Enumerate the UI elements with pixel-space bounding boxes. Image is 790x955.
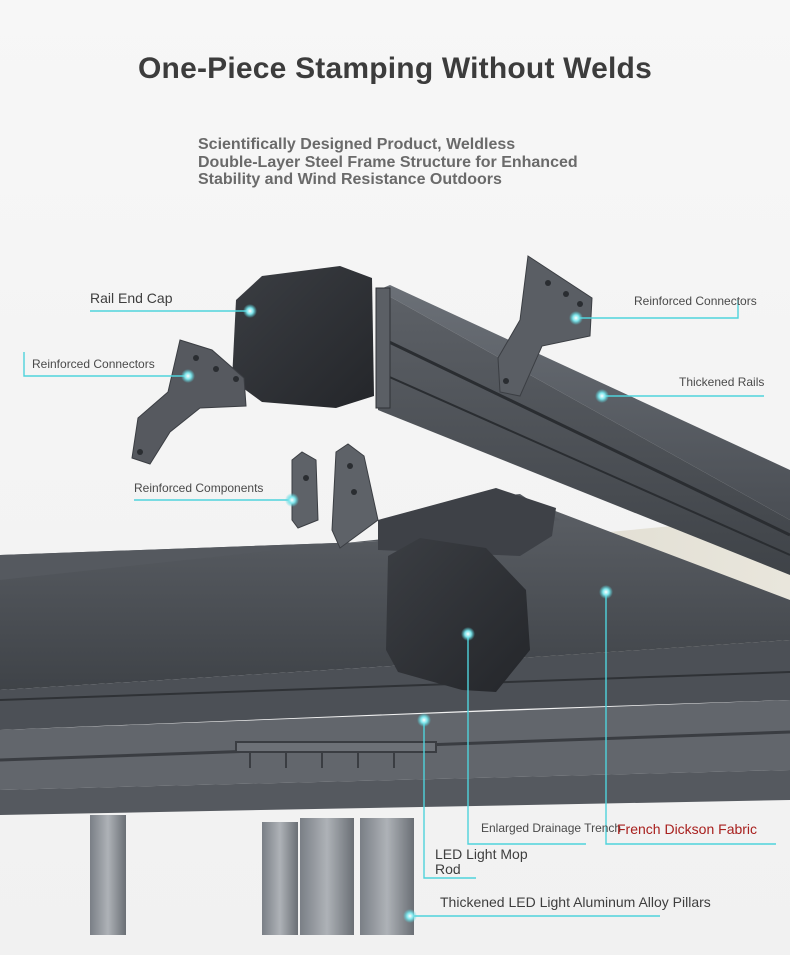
rail-end-cap-lower <box>386 538 530 692</box>
label-led-pillars: Thickened LED Light Aluminum Alloy Pilla… <box>440 894 711 910</box>
label-rail-end-cap: Rail End Cap <box>90 290 173 306</box>
label-thickened-rails: Thickened Rails <box>679 375 765 389</box>
label-reinforced-connectors-right: Reinforced Connectors <box>634 294 757 308</box>
subtitle-line-2: Double-Layer Steel Frame Structure for E… <box>198 153 578 171</box>
subtitle-line-3: Stability and Wind Resistance Outdoors <box>198 171 502 188</box>
callout-lines <box>23 300 776 917</box>
label-led-light-mop-rod: LED Light Mop Rod <box>435 847 528 877</box>
label-french-dickson-fabric: French Dickson Fabric <box>617 821 758 837</box>
reinforced-components <box>291 443 379 549</box>
page-title: One-Piece Stamping Without Welds <box>138 52 652 85</box>
rail-end-cap-upper <box>232 266 374 408</box>
label-led-light-mop-rod-line2: Rod <box>435 861 461 877</box>
label-led-light-mop-rod-line1: LED Light Mop <box>435 846 528 862</box>
led-aluminum-pillars <box>90 815 414 935</box>
label-reinforced-connectors-left: Reinforced Connectors <box>32 357 155 371</box>
callout-dots <box>181 304 613 923</box>
page-subtitle: Scientifically Designed Product, Weldles… <box>198 136 618 189</box>
subtitle-line-1: Scientifically Designed Product, Weldles… <box>198 136 516 153</box>
thickened-rail-upper <box>375 285 790 575</box>
label-enlarged-drainage-trench: Enlarged Drainage Trench <box>481 821 622 835</box>
reinforced-connector-right <box>497 255 593 397</box>
label-reinforced-components: Reinforced Components <box>134 481 264 495</box>
led-light-bar <box>235 741 437 768</box>
